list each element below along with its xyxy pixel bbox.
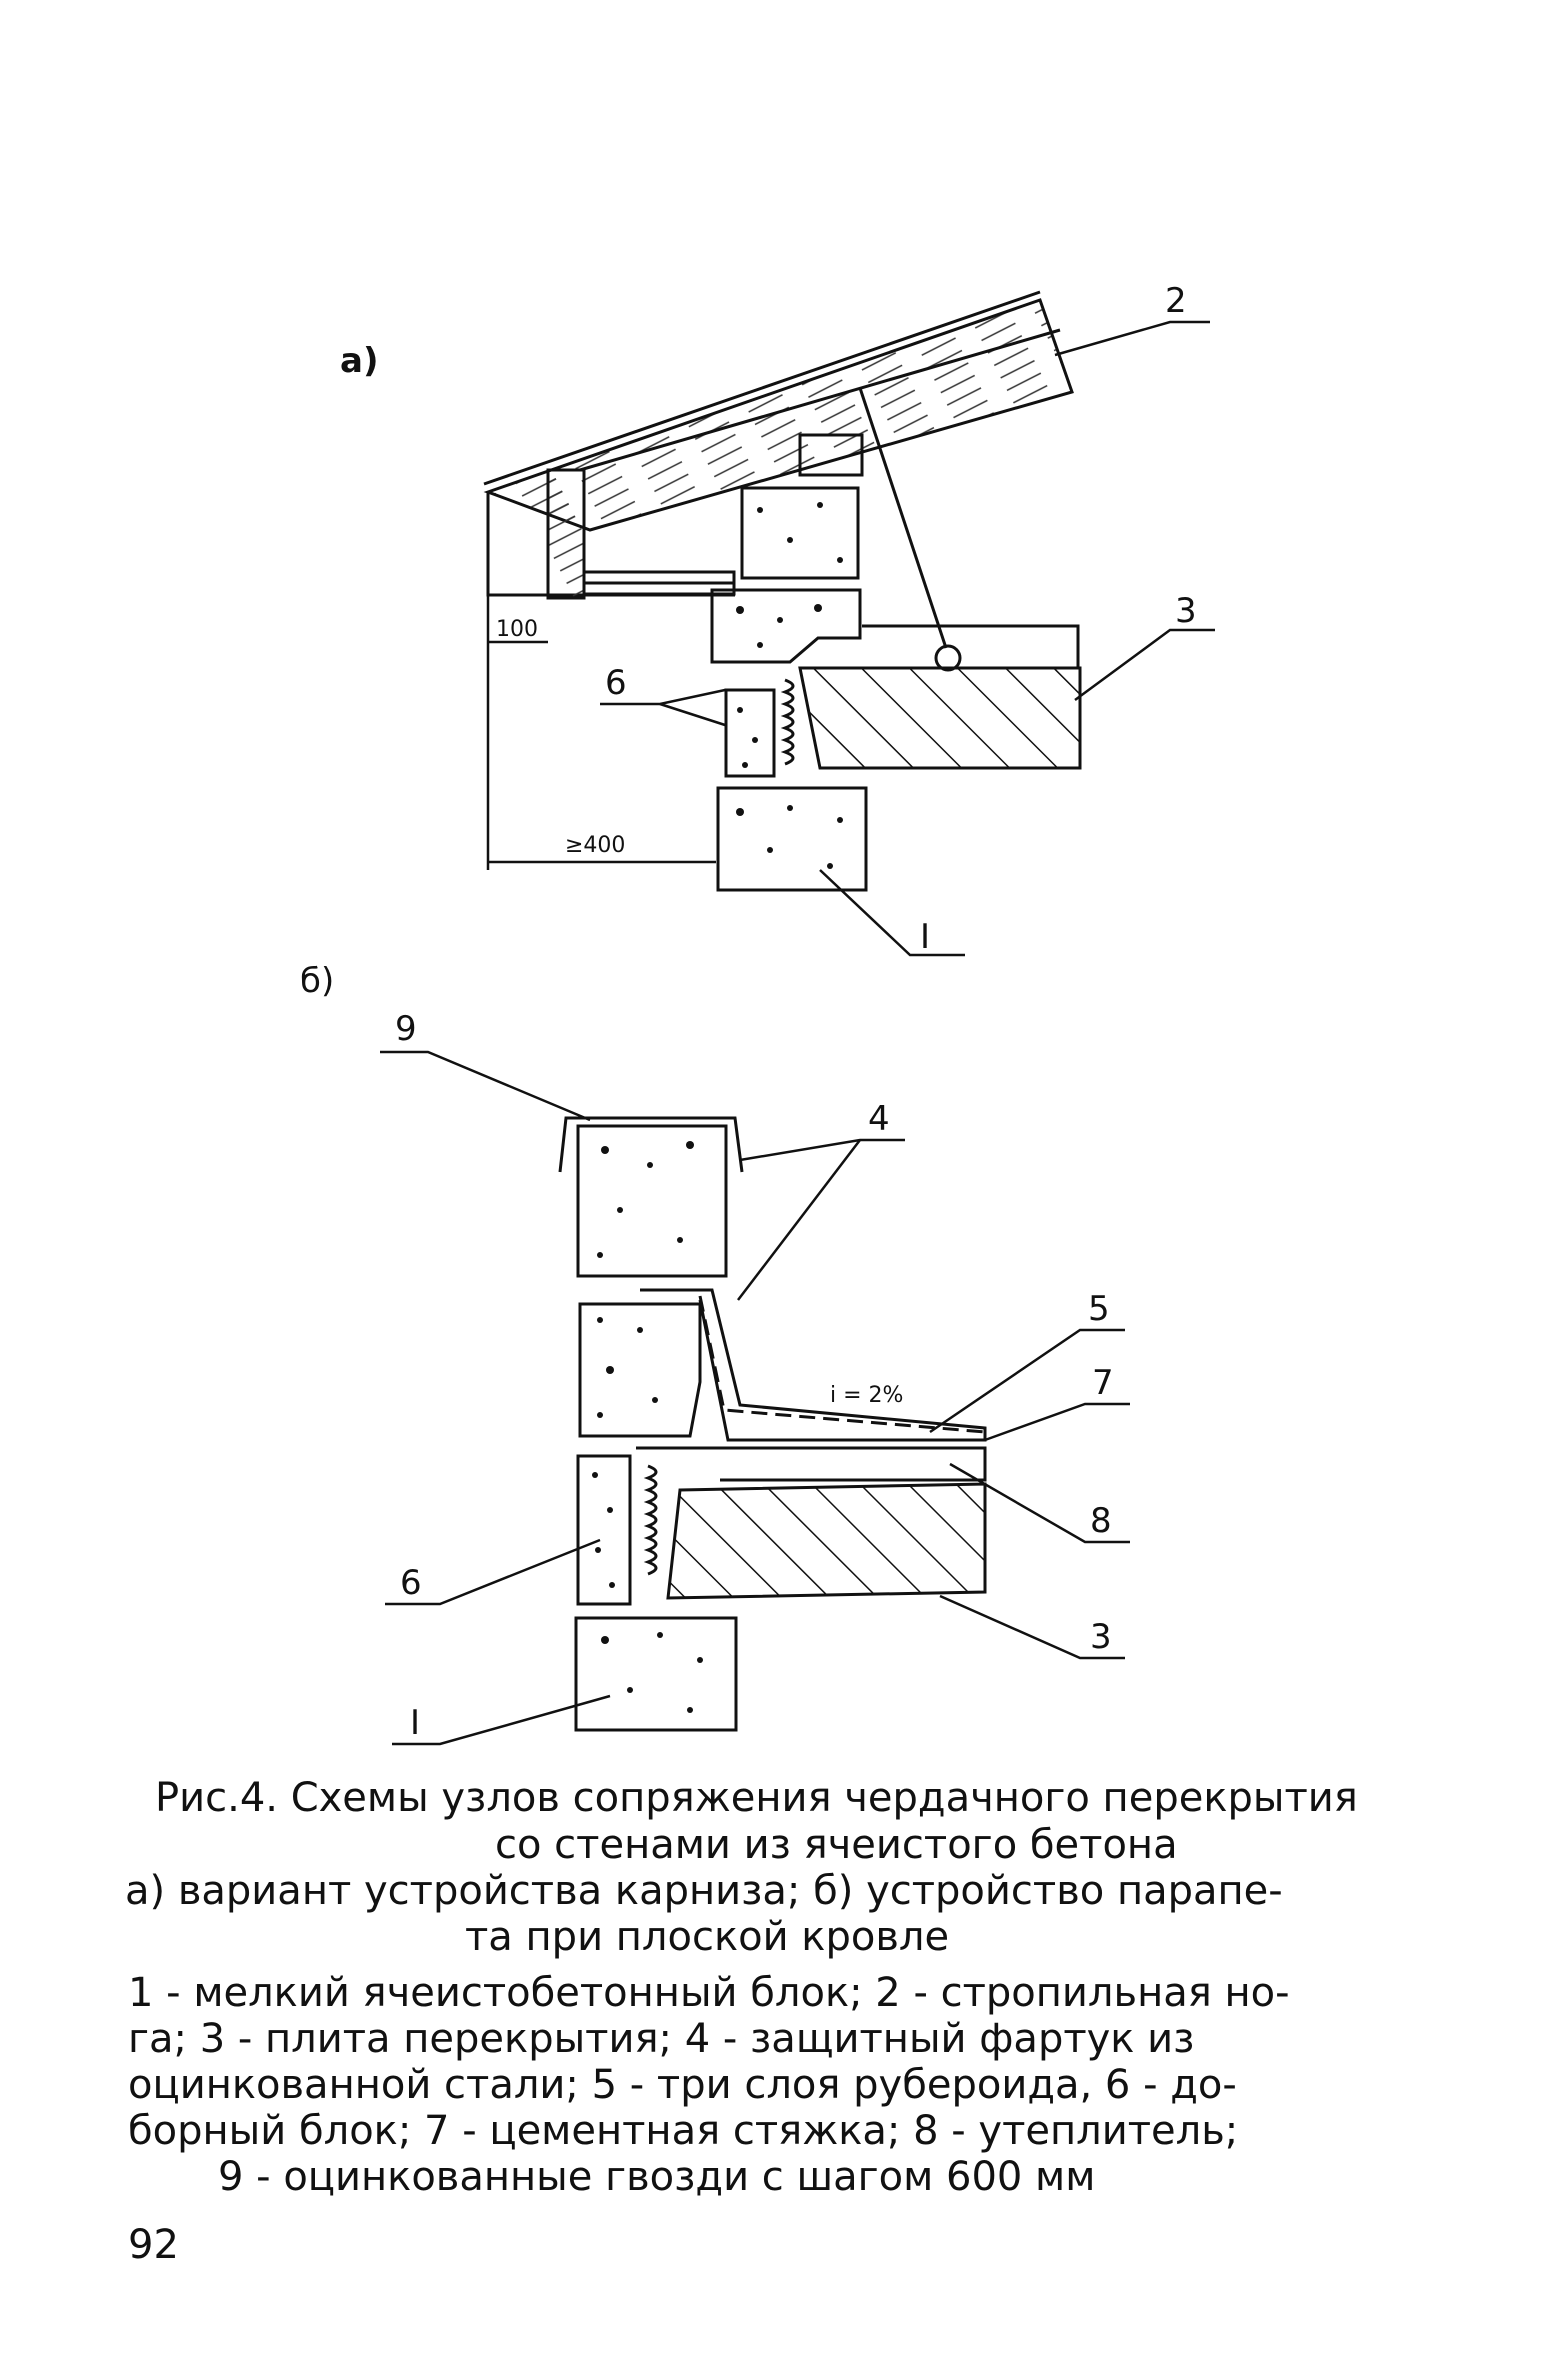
caption-title-line2: со стенами из ячеистого бетона (495, 1822, 1178, 1868)
support-block (798, 433, 864, 477)
panel-b: б) i = 2% (300, 961, 1130, 1746)
slope-label: i = 2% (830, 1383, 903, 1408)
callout-6-b: 6 (400, 1563, 422, 1603)
caption-legend-line1: 1 - мелкий ячеистобетонный блок; 2 - стр… (128, 1970, 1290, 2016)
wall-blocks-a (710, 486, 868, 892)
callout-3-b: 3 (1090, 1617, 1112, 1657)
callout-6-a: 6 (605, 663, 627, 703)
caption-legend-line3: оцинкованной стали; 5 - три слоя руберои… (128, 2062, 1237, 2108)
callout-8-b: 8 (1090, 1501, 1112, 1541)
caption-legend-line5: 9 - оцинкованные гвозди с шагом 600 мм (218, 2154, 1096, 2200)
leaders-b (380, 1050, 1130, 1746)
floor-slab-b (666, 1482, 987, 1600)
caption-legend-line2: га; 3 - плита перекрытия; 4 - защитный ф… (128, 2016, 1195, 2062)
insulation-coil-b (643, 1464, 658, 1576)
callout-3-a: 3 (1175, 591, 1197, 631)
caption-variants-line2: та при плоской кровле (465, 1914, 950, 1960)
apron-and-roofing (636, 1288, 987, 1482)
wall-blocks-b (558, 1116, 744, 1732)
caption-variants-line1: а) вариант устройства карниза; б) устрой… (125, 1868, 1283, 1914)
leaders-a (600, 320, 1215, 957)
callout-1-a: I (920, 917, 930, 957)
eave-boards (546, 468, 736, 600)
callout-9-b: 9 (395, 1009, 417, 1049)
block-texture-b (592, 1141, 703, 1713)
floor-slab-a (798, 387, 1082, 770)
dimension-400: ≥400 (565, 833, 625, 858)
technical-drawing: а) (300, 281, 1215, 1746)
page-number: 92 (128, 2222, 179, 2268)
callout-7-b: 7 (1092, 1363, 1114, 1403)
insulation-coil-a (780, 678, 795, 766)
caption-title-line1: Рис.4. Схемы узлов сопряжения чердачного… (155, 1775, 1358, 1821)
dimension-100: 100 (496, 617, 538, 642)
callout-2-a: 2 (1165, 281, 1187, 321)
dimension-lines-a (486, 498, 716, 870)
callout-5-b: 5 (1088, 1289, 1110, 1329)
panel-a: а) (340, 281, 1215, 957)
callout-4-b: 4 (868, 1099, 890, 1139)
caption-legend-line4: борный блок; 7 - цементная стяжка; 8 - у… (128, 2108, 1239, 2154)
panel-b-label: б) (300, 961, 334, 1001)
panel-a-label: а) (340, 341, 378, 381)
callout-1-b: I (410, 1703, 420, 1743)
block-texture-a (736, 502, 843, 869)
